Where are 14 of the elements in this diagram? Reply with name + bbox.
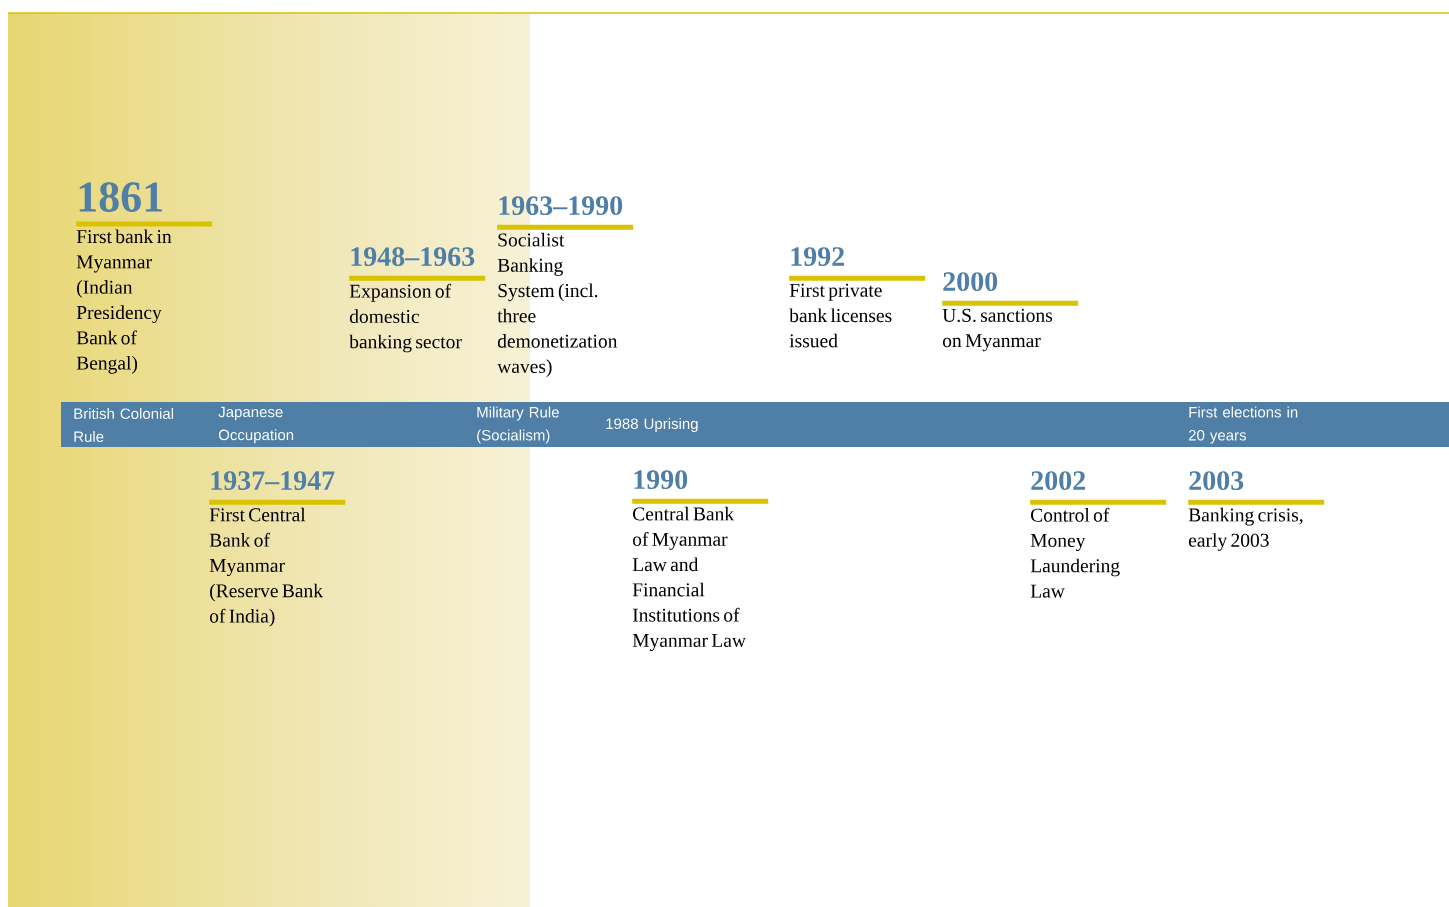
timeline-event: 2000 U.S. sanctions on Myanmar <box>942 272 1079 352</box>
timeline-event: 2002 Control of Money Laundering Law <box>1030 471 1167 598</box>
timeline-event: 1992 First private bank licenses issued <box>789 247 926 348</box>
timeline-event: 1948–1963 Expansion of domestic banking sector <box>349 247 486 353</box>
timeline-event: 1861 First bank in Myanmar (Indian Presidency Bank of Bengal) <box>76 182 213 374</box>
era-label: First elections in 20 years <box>1188 406 1298 444</box>
timeline-event: 1990 Central Bank of Myanmar Law and Financial Institutions of Myanmar Law <box>632 470 769 652</box>
timeline-event: 1963–1990 Socialist Banking System (incl. three demonetization waves) <box>497 196 634 377</box>
timeline-event: 1937–1947 First Central Bank of Myanmar (Reserve Bank of India) <box>209 471 346 627</box>
timeline-event: 2003 Banking crisis, early 2003 <box>1188 471 1325 551</box>
era-label: 1988 Uprising <box>606 418 698 432</box>
era-label: British Colonial Rule <box>74 408 174 442</box>
era-label: Military Rule (Socialism) <box>477 406 559 444</box>
era-label: Japanese Occupation <box>218 406 294 444</box>
